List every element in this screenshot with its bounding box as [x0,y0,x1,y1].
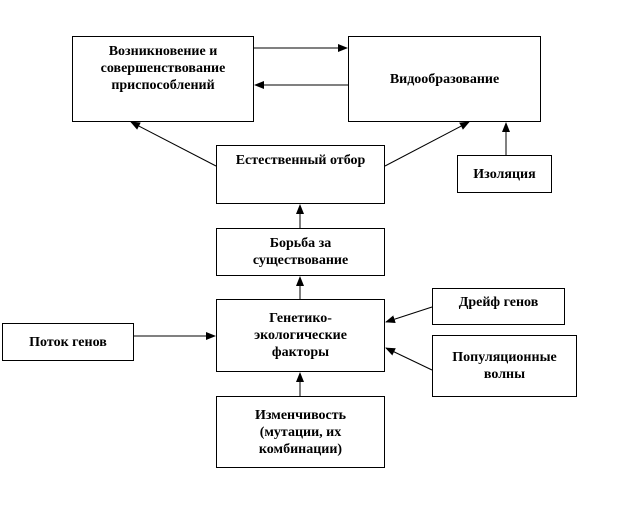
node-struggle-for-existence: Борьба за существование [216,228,385,276]
arrow-selection-to-speciation [384,121,470,167]
node-isolation: Изоляция [457,155,552,193]
arrow-popwaves-to-genetic-factors [385,347,433,371]
node-genetic-ecological-factors: Генетико- экологические факторы [216,299,385,372]
node-genetic-drift: Дрейф генов [432,288,565,325]
node-speciation: Видообразование [348,36,541,122]
node-variation: Изменчивость (мутации, их комбинации) [216,396,385,468]
arrow-drift-to-genetic-factors [385,306,433,324]
node-population-waves: Популяционные волны [432,335,577,397]
node-natural-selection: Естественный отбор [216,145,385,204]
node-adaptation: Возникновение и совершенствование приспо… [72,36,254,122]
node-gene-flow: Поток генов [2,323,134,361]
arrow-selection-to-adaptation [130,121,217,167]
